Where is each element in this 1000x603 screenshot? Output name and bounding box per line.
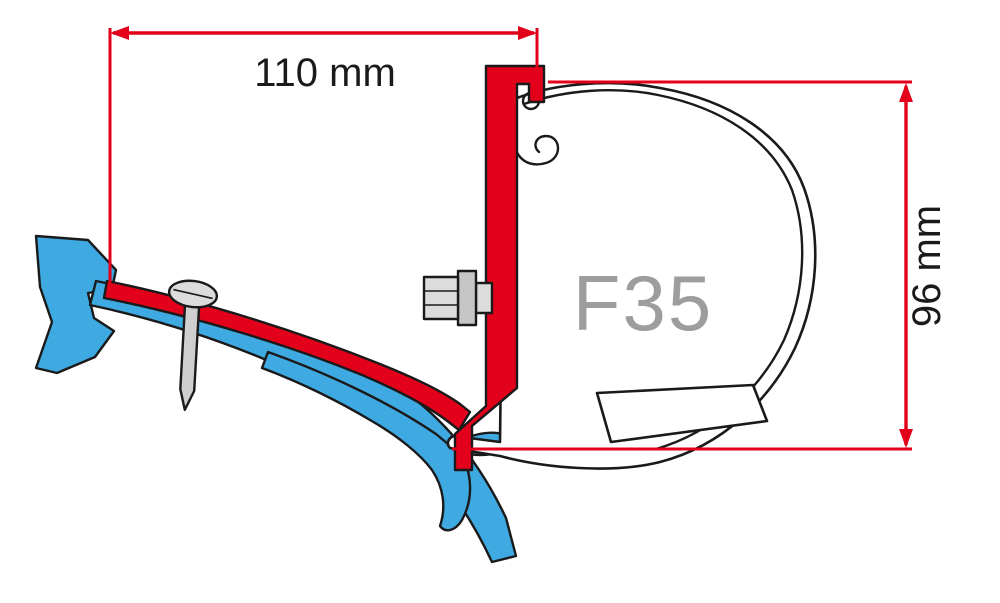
- height-dimension: 96 mm: [452, 80, 949, 451]
- product-label: F35: [573, 259, 713, 347]
- width-dim-arrow-right: [518, 26, 537, 40]
- bolt-spacer: [474, 281, 494, 315]
- bolt-hex-head: [422, 275, 460, 321]
- height-dim-arrow-top: [899, 83, 913, 102]
- roof-screw: [167, 279, 219, 412]
- lead-bar-slot: [595, 383, 769, 444]
- roof-profile: [34, 234, 518, 564]
- mounting-bolt: [422, 269, 494, 327]
- adapter-bracket-vertical: [453, 64, 546, 472]
- width-dim-label: 110 mm: [254, 51, 396, 95]
- width-dim-arrow-left: [110, 26, 129, 40]
- height-dim-label: 96 mm: [905, 205, 949, 327]
- height-dim-arrow-bottom: [899, 429, 913, 448]
- awning-case-outline: [446, 81, 817, 470]
- roof-rail-left: [34, 234, 118, 375]
- screw-head-slot: [173, 288, 213, 300]
- width-dimension: 110 mm: [108, 26, 539, 283]
- bolt-hex-facet-lines: [424, 290, 458, 306]
- bolt-washer: [456, 269, 478, 327]
- awning-case: F35: [446, 81, 817, 470]
